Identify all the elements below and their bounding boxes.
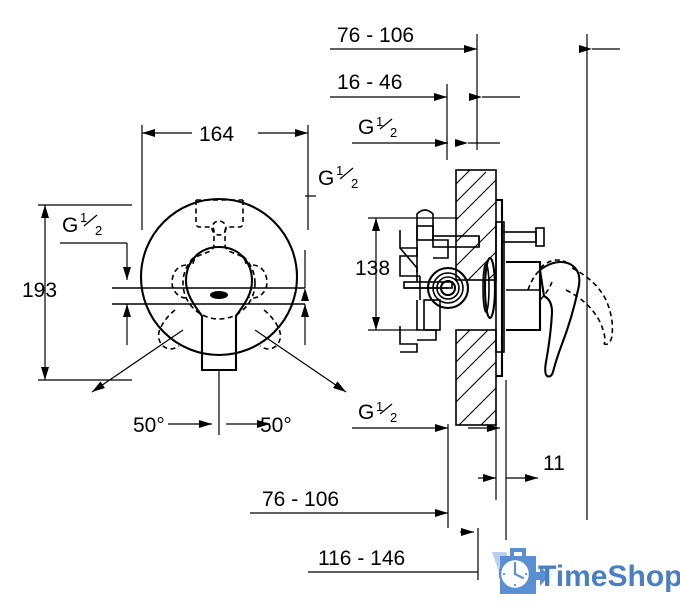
valve-body-section xyxy=(399,198,545,378)
handle-dashed-positions xyxy=(157,264,282,350)
dim-overall-depth-label: 116 - 146 xyxy=(318,547,405,570)
logo-clock-hour-hand xyxy=(513,572,525,580)
g-denominator: 2 xyxy=(390,125,397,140)
dimension-section-height xyxy=(368,217,458,331)
g-denominator: 2 xyxy=(351,176,358,191)
g-letter: G xyxy=(358,401,374,424)
dimension-front-width xyxy=(141,125,309,230)
label-thread-front-right: G 1 2 xyxy=(305,163,358,197)
timeshop-logo: TimeShop xyxy=(492,548,680,594)
dimension-lower-depth xyxy=(250,444,449,528)
dim-angle-left-label: 50° xyxy=(133,414,165,437)
dimension-thread-section-bottom xyxy=(352,424,500,444)
g-denominator: 2 xyxy=(390,410,397,425)
label-thread-section-top: G 1 2 xyxy=(358,114,397,140)
g-letter: G xyxy=(318,167,334,190)
g-letter: G xyxy=(62,214,78,237)
dim-front-width-label: 164 xyxy=(199,123,234,146)
dim-section-height-label: 138 xyxy=(355,257,390,280)
dimension-upper-depth xyxy=(330,84,520,160)
g-numerator: 1 xyxy=(376,399,383,414)
indicator-dot xyxy=(210,291,228,299)
logo-word-shop: Shop xyxy=(607,560,680,593)
hidden-internals xyxy=(192,199,247,266)
escutcheon-outline xyxy=(139,197,299,357)
logo-word-time: Time xyxy=(538,560,607,593)
logo-case-handle xyxy=(510,548,526,556)
label-thread-front-left: G 1 2 xyxy=(60,210,131,280)
dimension-escutcheon-depth xyxy=(478,380,538,540)
dim-lower-depth-label: 76 - 106 xyxy=(262,488,339,511)
dimension-angles xyxy=(91,329,347,435)
g-numerator: 1 xyxy=(336,163,343,178)
label-thread-section-bottom: G 1 2 xyxy=(358,399,397,425)
dim-angle-right-label: 50° xyxy=(260,414,292,437)
front-inlet-centerlines xyxy=(112,250,309,345)
dim-top-depth-label: 76 - 106 xyxy=(337,24,414,47)
g-denominator: 2 xyxy=(95,223,102,238)
g-numerator: 1 xyxy=(80,210,87,225)
dimension-overall-depth xyxy=(308,528,479,580)
logo-wordmark: TimeShop xyxy=(538,560,680,593)
dim-upper-depth-label: 16 - 46 xyxy=(337,71,402,94)
dimension-front-height xyxy=(38,204,132,381)
g-letter: G xyxy=(358,116,374,139)
dim-front-height-label: 193 xyxy=(22,279,57,302)
logo-arrow xyxy=(529,566,549,586)
handle-section xyxy=(506,259,614,378)
g-numerator: 1 xyxy=(376,114,383,129)
dim-escutcheon-depth-label: 11 xyxy=(543,452,565,475)
